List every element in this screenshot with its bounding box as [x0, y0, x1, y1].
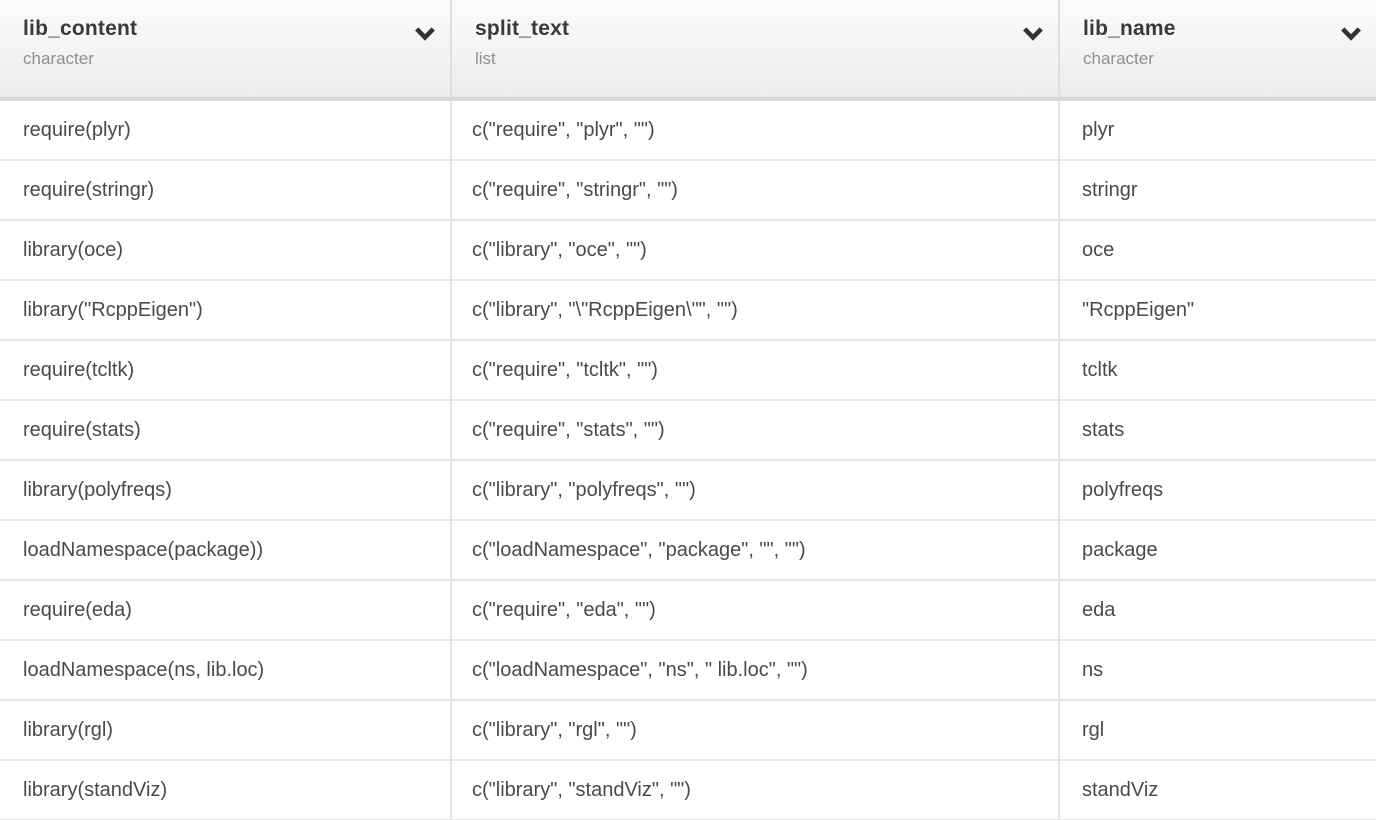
table-body: require(plyr) c("require", "plyr", "") p…: [0, 101, 1376, 820]
cell-lib-name: ns: [1058, 641, 1376, 699]
cell-split-text: c("require", "eda", ""): [450, 581, 1058, 639]
cell-lib-content: library(standViz): [23, 778, 168, 801]
cell-lib-content: library(polyfreqs): [23, 478, 172, 501]
cell-lib-content: library(oce): [23, 238, 124, 261]
table-row: loadNamespace(ns, lib.loc) c("loadNamesp…: [0, 641, 1376, 701]
table-row: require(plyr) c("require", "plyr", "") p…: [0, 101, 1376, 161]
table-row: loadNamespace(package)) c("loadNamespace…: [0, 521, 1376, 581]
cell-split-text: c("require", "plyr", ""): [450, 101, 1058, 159]
cell-split-text: c("library", "polyfreqs", ""): [450, 461, 1058, 519]
cell-lib-name: stats: [1058, 401, 1376, 459]
cell-lib-name: oce: [1058, 221, 1376, 279]
cell-lib-name: rgl: [1058, 701, 1376, 759]
cell-lib-name: "RcppEigen": [1058, 281, 1376, 339]
cell-split-text: c("require", "stats", ""): [450, 401, 1058, 459]
table-row: library("RcppEigen") c("library", "\"Rcp…: [0, 281, 1376, 341]
chevron-down-icon[interactable]: [1022, 26, 1044, 41]
column-type: character: [23, 49, 94, 68]
table-header: lib_content character split_text list li…: [0, 0, 1376, 101]
table-row: library(standViz) c("library", "standViz…: [0, 761, 1376, 820]
cell-split-text: c("library", "oce", ""): [450, 221, 1058, 279]
cell-lib-content: library(rgl): [23, 718, 113, 741]
cell-split-text: c("library", "standViz", ""): [450, 761, 1058, 819]
cell-lib-name: stringr: [1058, 161, 1376, 219]
cell-lib-name: eda: [1058, 581, 1376, 639]
cell-lib-name: tcltk: [1058, 341, 1376, 399]
cell-lib-content: require(eda): [23, 598, 132, 621]
table-row: require(stats) c("require", "stats", "")…: [0, 401, 1376, 461]
cell-lib-content: loadNamespace(ns, lib.loc): [23, 658, 265, 681]
cell-lib-name: polyfreqs: [1058, 461, 1376, 519]
table-row: library(polyfreqs) c("library", "polyfre…: [0, 461, 1376, 521]
cell-lib-content: require(tcltk): [23, 358, 135, 381]
table-row: require(tcltk) c("require", "tcltk", "")…: [0, 341, 1376, 401]
column-type: list: [475, 49, 496, 68]
cell-lib-name: package: [1058, 521, 1376, 579]
cell-lib-content: require(stats): [23, 418, 141, 441]
column-title: lib_name: [1083, 17, 1176, 40]
cell-lib-content: require(plyr): [23, 118, 131, 141]
cell-split-text: c("require", "tcltk", ""): [450, 341, 1058, 399]
cell-lib-content: require(stringr): [23, 178, 155, 201]
table-row: require(eda) c("require", "eda", "") eda: [0, 581, 1376, 641]
column-type: character: [1083, 49, 1154, 68]
chevron-down-icon[interactable]: [414, 26, 436, 41]
table-row: library(rgl) c("library", "rgl", "") rgl: [0, 701, 1376, 761]
table-row: library(oce) c("library", "oce", "") oce: [0, 221, 1376, 281]
cell-split-text: c("library", "\"RcppEigen\"", ""): [450, 281, 1058, 339]
column-header-lib-content[interactable]: lib_content character: [0, 0, 450, 97]
cell-lib-name: plyr: [1058, 101, 1376, 159]
cell-split-text: c("library", "rgl", ""): [450, 701, 1058, 759]
column-title: split_text: [475, 17, 570, 40]
cell-lib-name: standViz: [1058, 761, 1376, 819]
cell-split-text: c("loadNamespace", "ns", " lib.loc", ""): [450, 641, 1058, 699]
table-row: require(stringr) c("require", "stringr",…: [0, 161, 1376, 221]
column-title: lib_content: [23, 17, 138, 40]
column-header-split-text[interactable]: split_text list: [450, 0, 1058, 97]
chevron-down-icon[interactable]: [1340, 26, 1362, 41]
column-header-lib-name[interactable]: lib_name character: [1058, 0, 1376, 97]
cell-split-text: c("loadNamespace", "package", "", ""): [450, 521, 1058, 579]
cell-lib-content: library("RcppEigen"): [23, 298, 203, 321]
cell-split-text: c("require", "stringr", ""): [450, 161, 1058, 219]
cell-lib-content: loadNamespace(package)): [23, 538, 264, 561]
